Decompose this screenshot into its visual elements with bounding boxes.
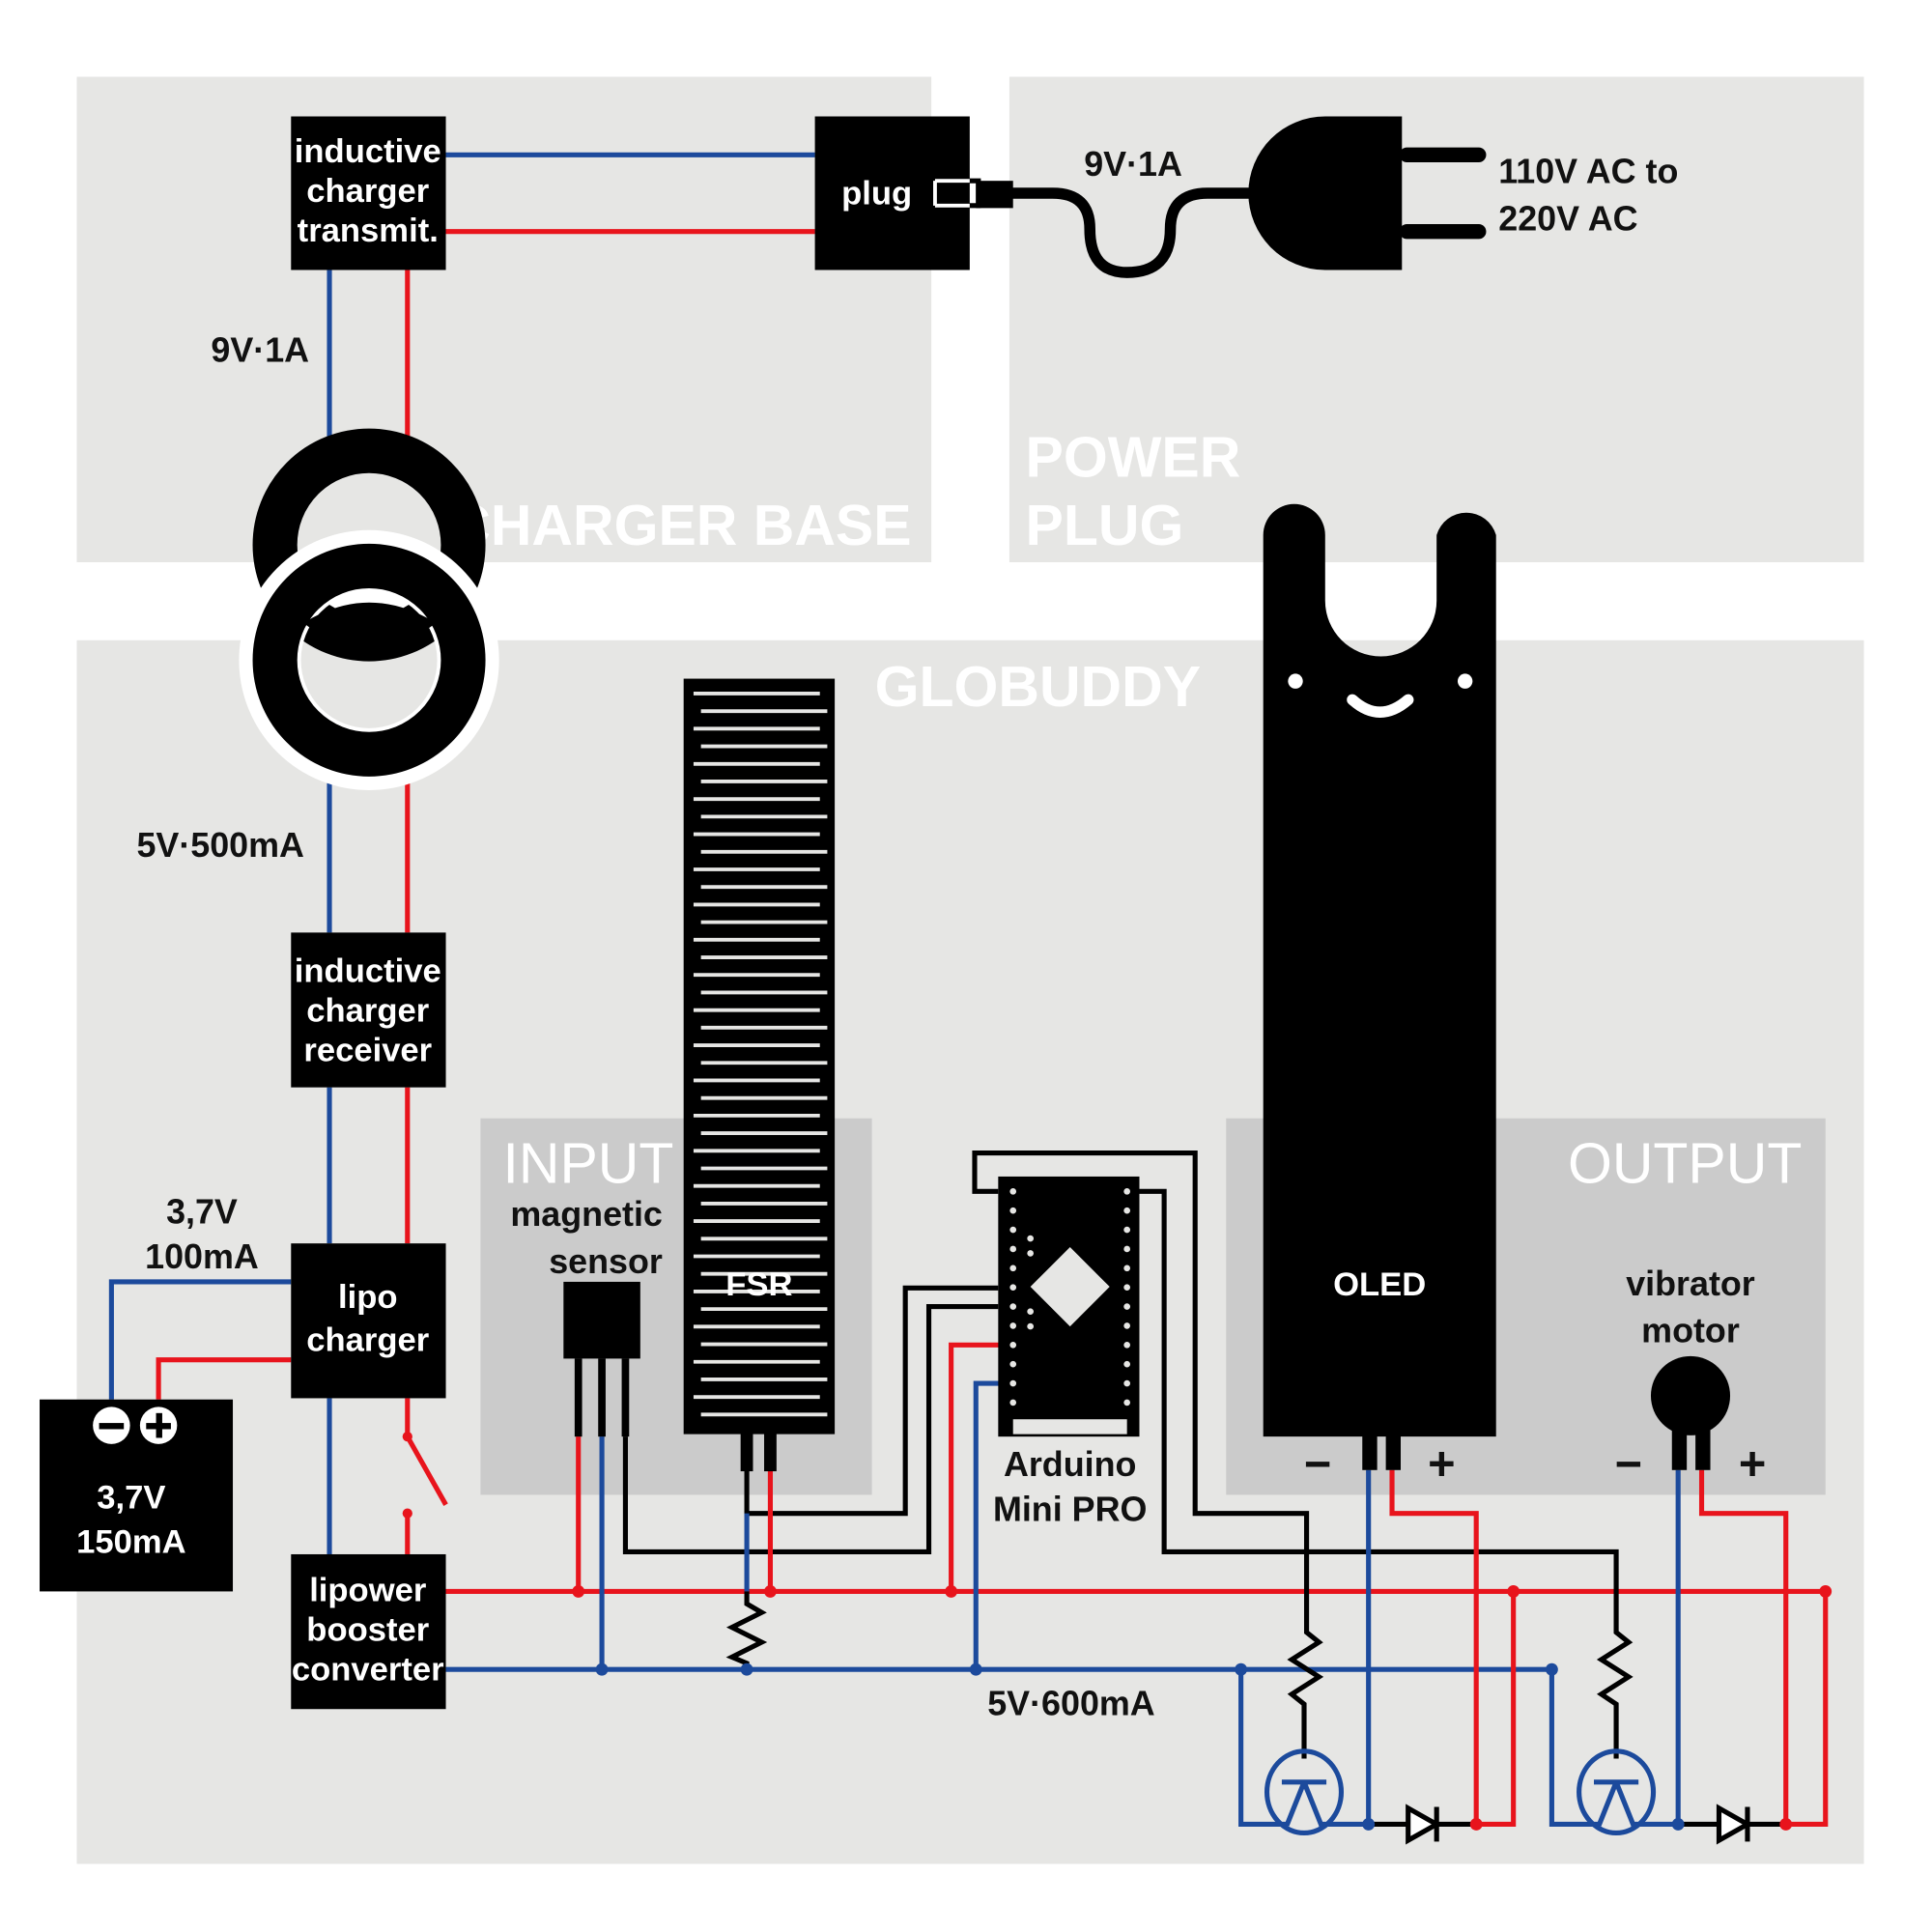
oled-display: OLED <box>1263 503 1496 1470</box>
diode-1-icon <box>1406 1804 1442 1845</box>
pin-hole <box>1009 1245 1017 1253</box>
pin-hole <box>1027 1235 1034 1242</box>
svg-text:inductive: inductive <box>295 133 441 170</box>
mains-label-1: 110V AC to <box>1498 153 1678 191</box>
plug-block: plug <box>814 116 970 270</box>
pin-hole <box>1123 1303 1130 1310</box>
svg-text:receiver: receiver <box>303 1033 432 1069</box>
svg-text:charger: charger <box>306 173 429 210</box>
svg-text:booster: booster <box>306 1612 429 1649</box>
pin-hole <box>1009 1360 1017 1368</box>
pin-hole <box>1027 1308 1034 1316</box>
input-title: INPUT <box>503 1132 674 1195</box>
pin-hole <box>1123 1264 1130 1272</box>
globuddy-title: GLOBUDDY <box>875 656 1201 719</box>
fsr-sensor: FSR <box>683 678 836 1472</box>
cable-power-label: 9V·1A <box>1084 145 1182 184</box>
pin-hole <box>1009 1379 1017 1387</box>
pin-hole <box>1123 1188 1130 1195</box>
battery: 3,7V 150mA <box>40 1399 234 1592</box>
pin-hole <box>1123 1284 1130 1292</box>
pin-hole <box>1123 1360 1130 1368</box>
inductive-charger-transmitter: inductive charger transmit. <box>291 116 446 270</box>
pin-hole <box>1027 1250 1034 1257</box>
rail-power-label: 5V·600mA <box>987 1685 1155 1723</box>
pin-hole <box>1009 1188 1017 1195</box>
charger-base-title: CHARGER BASE <box>449 495 911 557</box>
fsr-traces <box>693 692 828 1417</box>
wires <box>108 152 1833 1831</box>
svg-text:lipower: lipower <box>309 1573 426 1609</box>
vibrator-minus-label: − <box>1615 1438 1642 1491</box>
pin-hole <box>1123 1245 1130 1253</box>
transistor-1-icon <box>1264 1748 1345 1836</box>
svg-text:inductive: inductive <box>295 953 441 990</box>
vibrator-label-2: motor <box>1641 1312 1740 1350</box>
power-plug-title-2: PLUG <box>1026 495 1184 557</box>
battery-line-label-1: 3,7V <box>166 1193 238 1232</box>
output-title: OUTPUT <box>1568 1132 1802 1195</box>
arduino-mini-pro <box>998 1176 1140 1437</box>
power-plug-title-1: POWER <box>1026 427 1241 490</box>
booster-converter: lipower booster converter <box>291 1553 446 1710</box>
pin-hole <box>1009 1226 1017 1234</box>
mains-plug-icon <box>1248 116 1487 270</box>
pin-hole <box>1009 1399 1017 1406</box>
svg-text:lipo: lipo <box>338 1279 398 1316</box>
pin-hole <box>1009 1264 1017 1272</box>
svg-text:transmit.: transmit. <box>298 213 439 249</box>
svg-text:3,7V: 3,7V <box>97 1480 165 1517</box>
vibrator-plus-label: + <box>1739 1438 1766 1491</box>
base-power-label: 9V·1A <box>211 330 309 369</box>
oled-minus-label: − <box>1304 1438 1331 1491</box>
magnetic-sensor-label-1: magnetic <box>510 1195 663 1234</box>
pin-hole <box>1123 1207 1130 1214</box>
mains-label-2: 220V AC <box>1498 199 1637 238</box>
svg-text:converter: converter <box>292 1652 444 1689</box>
pin-hole <box>1123 1399 1130 1406</box>
pin-hole <box>1027 1322 1034 1330</box>
pin-hole <box>1123 1379 1130 1387</box>
diode-2-icon <box>1716 1804 1753 1845</box>
pin-hole <box>1009 1322 1017 1329</box>
coil-power-label: 5V·500mA <box>136 826 304 865</box>
pin-hole <box>1123 1226 1130 1234</box>
pin-hole <box>1123 1322 1130 1329</box>
vibrator-motor-icon <box>1650 1355 1731 1470</box>
pin-hole <box>1009 1341 1017 1349</box>
magnetic-sensor-icon <box>563 1281 640 1437</box>
svg-text:charger: charger <box>306 1322 429 1359</box>
pin-hole <box>1009 1284 1017 1292</box>
pin-hole <box>1123 1341 1130 1349</box>
transistor-2-icon <box>1577 1748 1657 1836</box>
power-cable <box>934 178 1264 278</box>
battery-line-label-2: 100mA <box>145 1237 259 1276</box>
arduino-label-1: Arduino <box>1004 1445 1137 1484</box>
lipo-charger: lipo charger <box>291 1243 446 1399</box>
inductive-charger-receiver: inductive charger receiver <box>291 932 446 1088</box>
pin-hole <box>1009 1207 1017 1214</box>
svg-text:150mA: 150mA <box>76 1524 186 1561</box>
magnetic-sensor-label-2: sensor <box>549 1242 663 1281</box>
svg-text:charger: charger <box>306 993 429 1030</box>
pin-hole <box>1009 1303 1017 1310</box>
svg-text:plug: plug <box>841 176 912 213</box>
arduino-label-2: Mini PRO <box>993 1490 1147 1528</box>
svg-text:OLED: OLED <box>1333 1266 1426 1303</box>
inductive-coils-icon <box>239 428 499 790</box>
svg-text:FSR: FSR <box>725 1266 792 1303</box>
charger-base-panel <box>76 76 932 563</box>
vibrator-label-1: vibrator <box>1626 1264 1755 1303</box>
oled-plus-label: + <box>1428 1438 1455 1491</box>
